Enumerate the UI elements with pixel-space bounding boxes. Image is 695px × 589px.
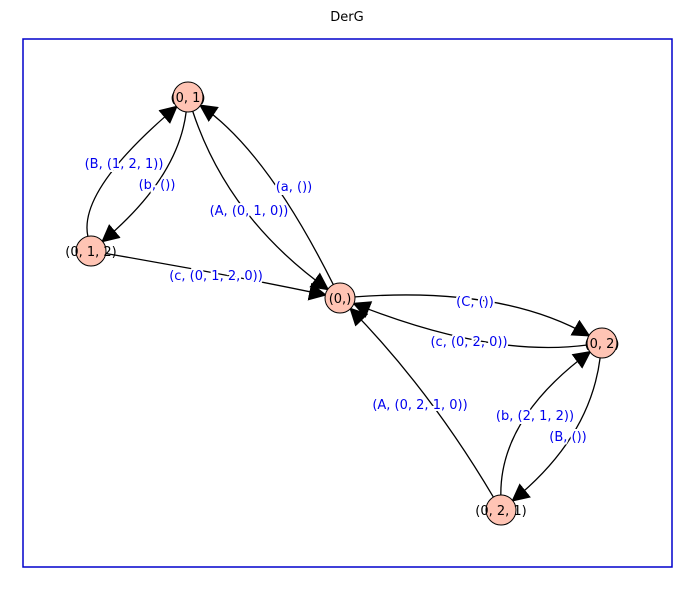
edge-label-halo: (A, (0, 2, 1, 0)): [372, 398, 467, 413]
edge-label: (a, ()): [276, 180, 313, 195]
edge-n012-to-n0: [105, 252, 328, 301]
edge-label-halo: (A, (0, 1, 0)): [210, 204, 289, 219]
edge-n0-to-n01: [198, 104, 334, 285]
edge-label: (A, (0, 1, 0)): [210, 204, 289, 219]
node-label: (0, 2, 1): [475, 504, 527, 519]
node-label: (0, 1, 2): [65, 245, 117, 260]
edge-n01-to-n0: [192, 111, 330, 291]
edge-n021-to-n02: [500, 350, 592, 496]
node-n01: [172, 81, 204, 113]
edge-label-halo: (B, ()): [549, 430, 586, 445]
edge-label: (C, ()): [456, 295, 494, 310]
edge-group: [86, 104, 601, 502]
diagram-title: DerG: [330, 10, 363, 25]
node-n0: [324, 282, 356, 314]
edge-n02-to-n0: [352, 301, 588, 349]
edge-n0-to-n02: [354, 294, 591, 337]
node-group: (0, 1) (0, 1, 2) (0,) (0, 2) (0, 2, 1): [65, 81, 620, 526]
edge-n02-to-n021: [511, 357, 601, 502]
edge-label: (B, (1, 2, 1)): [85, 157, 164, 172]
edge-label-halo: (b, (2, 1, 2)): [496, 409, 574, 424]
edge-label-halo: (c, (0, 1, 2, 0)): [169, 269, 263, 284]
edge-label: (c, (0, 1, 2, 0)): [169, 269, 263, 284]
edge-n021-to-n0: [349, 307, 494, 498]
node-label: (0,): [329, 292, 352, 307]
node-n021: [485, 494, 517, 526]
node-label: (0, 1): [171, 91, 206, 106]
node-n02: [586, 327, 618, 359]
node-label: (0, 2): [585, 337, 620, 352]
node-n012: [75, 235, 107, 267]
edge-label-group: (B, (1, 2, 1))(B, (1, 2, 1))(b, ())(b, (…: [83, 155, 589, 447]
edge-label: (c, (0, 2, 0)): [430, 335, 507, 350]
plot-frame: [22, 38, 673, 568]
edge-label: (A, (0, 2, 1, 0)): [372, 398, 467, 413]
edge-label-halo: (b, ()): [139, 178, 176, 193]
edge-label-halo: (a, ()): [276, 180, 313, 195]
edge-label: (b, (2, 1, 2)): [496, 409, 574, 424]
edge-n01-to-n012: [101, 111, 187, 243]
edge-label-halo: (B, (1, 2, 1)): [85, 157, 164, 172]
edge-label: (B, ()): [549, 430, 586, 445]
edge-n012-to-n01: [86, 105, 178, 237]
edge-label-halo: (C, ()): [456, 295, 494, 310]
edge-label: (b, ()): [139, 178, 176, 193]
edge-label-halo: (c, (0, 2, 0)): [430, 335, 507, 350]
